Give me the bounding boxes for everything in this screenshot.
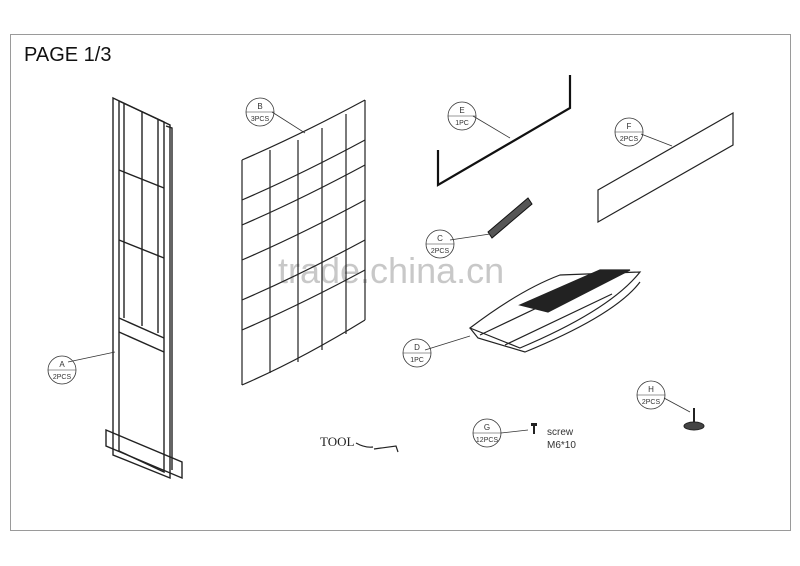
part-e-rod	[436, 75, 572, 187]
part-c-label: C 2PCS	[425, 229, 455, 259]
part-f-label: F 2PCS	[614, 117, 644, 147]
part-a-frame	[105, 96, 183, 480]
part-b-mesh-panel	[241, 99, 366, 386]
part-b-letter: B	[257, 102, 262, 111]
part-g-label: G 12PCS	[472, 418, 502, 448]
screw-size: M6*10	[547, 440, 576, 451]
watermark: trade.china.cn	[278, 250, 504, 291]
part-h-label: H 2PCS	[636, 380, 666, 410]
drawing-sheet	[10, 34, 791, 531]
part-d-qty: 1PC	[410, 357, 424, 364]
part-d-letter: D	[414, 343, 420, 352]
screw-name: screw	[547, 427, 574, 438]
part-e-letter: E	[459, 106, 464, 115]
part-c-letter: C	[437, 234, 443, 243]
part-a-label: A 2PCS	[47, 355, 77, 385]
part-g-qty: 12PCS	[476, 437, 499, 444]
page-title: PAGE 1/3	[24, 44, 112, 66]
part-h-qty: 2PCS	[642, 399, 661, 406]
part-h-letter: H	[648, 385, 654, 394]
part-a-qty: 2PCS	[53, 374, 72, 381]
part-f-letter: F	[627, 122, 632, 131]
screw-icon	[531, 423, 537, 434]
part-a-letter: A	[59, 360, 65, 369]
part-b-qty: 3PCS	[251, 116, 270, 123]
part-d-label: D 1PC	[402, 338, 432, 368]
part-f-qty: 2PCS	[620, 136, 639, 143]
part-e-qty: 1PC	[455, 120, 469, 127]
part-g-letter: G	[484, 423, 490, 432]
allen-key-icon	[355, 442, 399, 453]
leveling-foot-icon	[683, 408, 705, 431]
part-c-qty: 2PCS	[431, 248, 450, 255]
tool-label: TOOL	[320, 434, 354, 449]
part-b-label: B 3PCS	[245, 97, 275, 127]
part-d-tray	[468, 269, 642, 353]
part-f-panel	[597, 111, 734, 224]
part-c-comb	[487, 197, 533, 239]
part-e-label: E 1PC	[447, 101, 477, 131]
